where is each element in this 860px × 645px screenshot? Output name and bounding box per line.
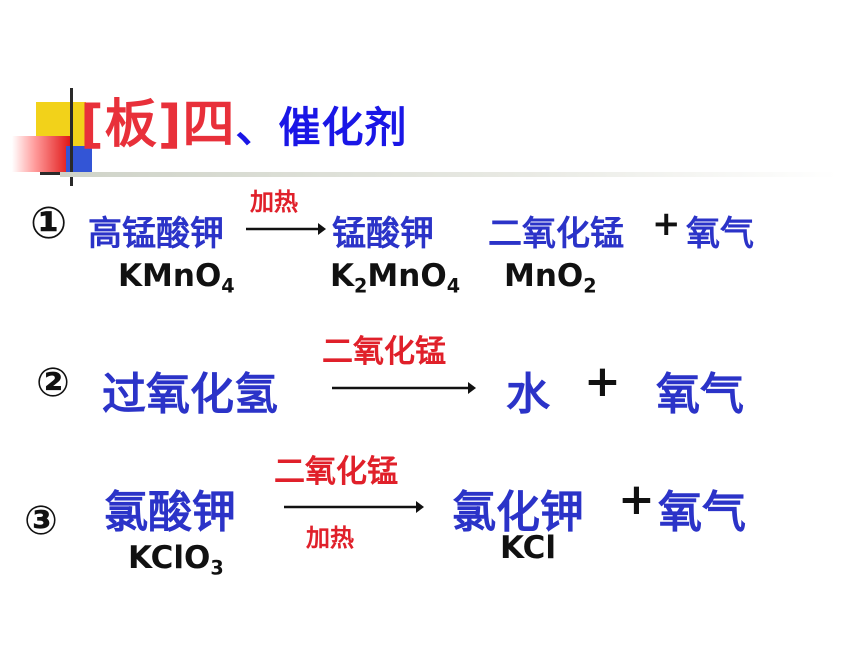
formula-text: K	[330, 258, 355, 294]
title-underline-rule	[60, 172, 838, 177]
reaction2-number: ②	[36, 360, 70, 406]
reaction1-condition: 加热	[250, 188, 298, 216]
reaction3-reactant: 氯酸钾	[104, 487, 236, 538]
formula-subscript: 4	[221, 274, 235, 298]
reaction2-reactant: 过氧化氢	[102, 369, 278, 420]
reaction3-catalyst: 二氧化锰	[274, 454, 398, 490]
reaction1-reactant: 高锰酸钾	[88, 214, 224, 254]
title-sub: 、催化剂	[235, 103, 408, 152]
reaction1-formula-reactant: KMnO4	[118, 258, 235, 298]
reaction1-plus: +	[652, 204, 681, 244]
formula-subscript: 3	[210, 556, 224, 580]
reaction3-number: ③	[24, 498, 58, 544]
formula-text: KMnO	[118, 258, 222, 294]
reaction3-product2: 氧气	[658, 487, 746, 538]
reaction3-arrow	[284, 501, 424, 513]
reaction1-formula-product2: MnO2	[504, 258, 597, 298]
title-main: [板]四	[80, 95, 236, 155]
formula-text: MnO	[367, 258, 447, 294]
slide-title: [板]四、催化剂	[80, 82, 408, 157]
reaction3-plus: +	[618, 474, 655, 525]
formula-subscript: 4	[446, 274, 461, 298]
reaction3-formula-reactant: KClO3	[128, 540, 224, 580]
decor-vertical-line	[70, 88, 73, 186]
reaction2-product2: 氧气	[656, 369, 744, 420]
reaction3-product1: 氯化钾	[452, 487, 584, 538]
formula-subscript: 2	[354, 274, 368, 298]
formula-text: KClO	[128, 540, 211, 576]
reaction1-product3: 氧气	[686, 214, 754, 254]
reaction1-arrow	[246, 223, 326, 235]
reaction1-formula-product1: K2MnO4	[330, 258, 460, 298]
reaction1-product2: 二氧化锰	[488, 214, 624, 254]
reaction1-product1: 锰酸钾	[332, 214, 434, 254]
formula-subscript: 2	[583, 274, 597, 298]
reaction2-catalyst: 二氧化锰	[322, 334, 446, 370]
formula-text: MnO	[504, 258, 584, 294]
reaction2-plus: +	[584, 356, 621, 407]
reaction2-product1: 水	[506, 369, 550, 420]
reaction3-condition: 加热	[306, 524, 354, 552]
reaction3-formula-product1: KCl	[500, 530, 557, 566]
decor-red-gradient-bar	[12, 136, 70, 172]
reaction2-arrow	[332, 382, 476, 394]
reaction1-number: ①	[30, 198, 68, 249]
